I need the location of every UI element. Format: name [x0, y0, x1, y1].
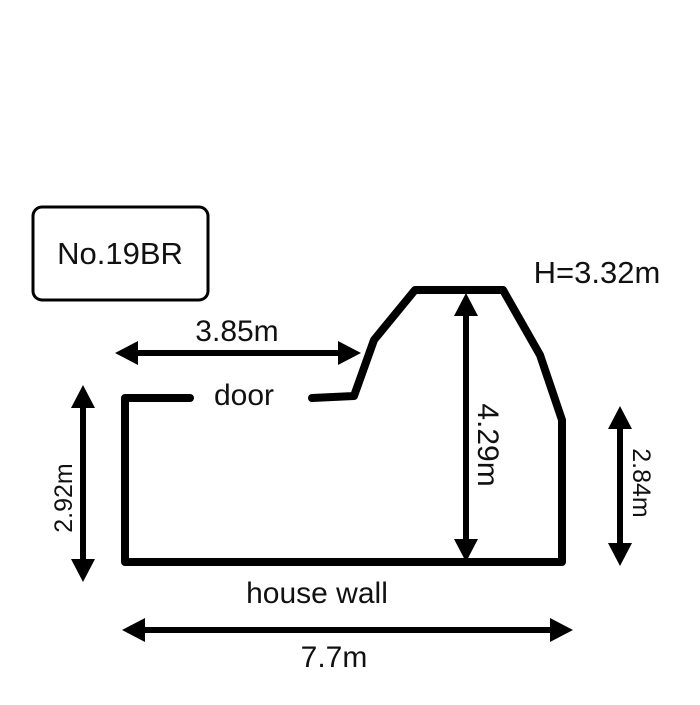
depth-dimension: 4.29m	[454, 293, 504, 562]
house-wall-label: house wall	[246, 577, 388, 610]
top-width-arrow-left	[115, 341, 138, 365]
right-side-dimension: 2.84m	[608, 406, 655, 566]
height-note: H=3.32m	[534, 255, 661, 290]
top-width-dimension: 3.85m	[115, 315, 361, 365]
top-width-label: 3.85m	[195, 315, 278, 348]
depth-label: 4.29m	[471, 403, 504, 486]
depth-arrow-bottom	[454, 539, 478, 562]
depth-arrow-top	[454, 293, 478, 316]
plan-id-box: No.19BR	[31, 205, 210, 302]
total-width-dimension: 7.7m	[122, 618, 573, 674]
right-side-arrow-bottom	[608, 543, 632, 566]
left-side-label: 2.92m	[50, 463, 78, 532]
total-width-arrow-left	[122, 618, 145, 642]
plan-id-frame	[31, 205, 210, 302]
left-side-arrow-top	[71, 385, 95, 408]
plan-id-label: No.19BR	[57, 236, 183, 271]
total-width-label: 7.7m	[301, 641, 368, 674]
room-outline	[121, 286, 566, 566]
total-width-arrow-right	[550, 618, 573, 642]
room-wall	[121, 286, 566, 566]
left-side-arrow-bottom	[71, 559, 95, 582]
door-label: door	[214, 379, 274, 412]
right-side-label: 2.84m	[627, 448, 655, 517]
left-side-dimension: 2.92m	[50, 385, 95, 582]
top-width-arrow-right	[338, 341, 361, 365]
right-side-arrow-top	[608, 406, 632, 429]
